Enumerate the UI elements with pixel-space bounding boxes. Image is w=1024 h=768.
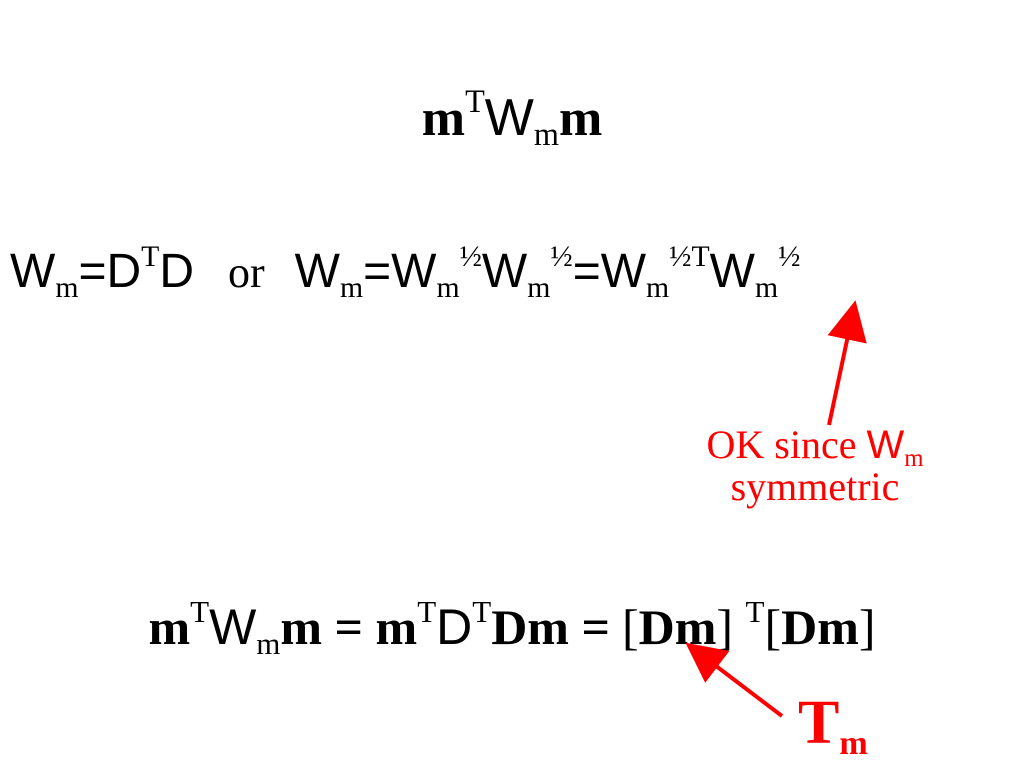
sym-eq-D: =D	[78, 245, 142, 298]
annotation-line-1: OK since Wm	[660, 422, 970, 471]
arrow-to-half-transpose	[827, 300, 867, 426]
sym-W: W	[481, 245, 528, 298]
label-Tm: Tm	[798, 689, 868, 760]
sym-sub-m: m	[527, 270, 551, 304]
sym-half: ½	[778, 239, 801, 273]
sym-transpose: T	[472, 593, 492, 629]
sym-W: W	[209, 599, 257, 655]
sym-m: m	[558, 90, 603, 147]
sym-W: W	[391, 245, 437, 298]
sym-transpose: T	[141, 239, 160, 273]
sym-sub-m: m	[256, 625, 281, 661]
sym-half-transpose: ½T	[669, 239, 710, 273]
sym-equals: =	[572, 245, 601, 298]
sym-eq-m: = m	[322, 599, 418, 655]
sym-m: m	[280, 599, 323, 655]
sym-m: m	[148, 599, 191, 655]
sym-bracket-open: [	[764, 599, 782, 655]
equation-wm-factorization: Wm=DTD or Wm=Wm½Wm½=Wm½TWm½	[10, 241, 800, 302]
sym-D: D	[159, 245, 195, 298]
sym-transpose: T	[465, 82, 485, 119]
sym-W: W	[294, 245, 340, 298]
sym-m: m	[421, 90, 466, 147]
equation-mtwmm: mTWmm	[0, 85, 1024, 151]
sym-transpose: T	[190, 593, 210, 629]
sym-Dm: Dm	[638, 599, 717, 655]
arrow-to-bracket-dm	[685, 642, 784, 718]
sym-transpose: T	[745, 593, 765, 629]
sym-sub-m: m	[55, 270, 79, 304]
sym-half: ½	[550, 239, 573, 273]
sym-bracket-close: ]	[858, 599, 876, 655]
sym-Dm-eq: Dm =	[491, 599, 610, 655]
sym-D: D	[436, 599, 473, 655]
annotation-symmetric: OK since Wm symmetric	[660, 424, 970, 508]
sym-sub-m: m	[754, 270, 779, 304]
or-word: or	[228, 248, 265, 297]
sym-sub-m: m	[839, 724, 868, 762]
annotation-text: OK since	[706, 422, 867, 467]
sym-W: W	[10, 245, 56, 298]
sym-W: W	[484, 89, 534, 147]
annotation-line-2: symmetric	[730, 464, 900, 509]
sym-Dm: Dm	[781, 599, 859, 655]
sym-W: W	[600, 245, 647, 298]
sym-bracket-open: [	[621, 599, 639, 655]
sym-sub-m: m	[436, 270, 460, 304]
sym-bracket-close: ]	[716, 599, 746, 655]
sym-sub-m: m	[533, 116, 559, 153]
sym-equals: =	[363, 245, 392, 298]
sym-W: W	[709, 245, 755, 298]
sym-T: T	[798, 689, 840, 757]
equation-expansion: mTWmm = mTDTDm =[Dm] T[Dm]	[0, 596, 1024, 659]
sym-half: ½	[459, 239, 482, 273]
sym-transpose: T	[417, 593, 437, 629]
sym-W: W	[866, 423, 905, 467]
sym-sub-m: m	[904, 444, 924, 472]
sym-sub-m: m	[339, 270, 364, 304]
sym-sub-m: m	[646, 270, 670, 304]
